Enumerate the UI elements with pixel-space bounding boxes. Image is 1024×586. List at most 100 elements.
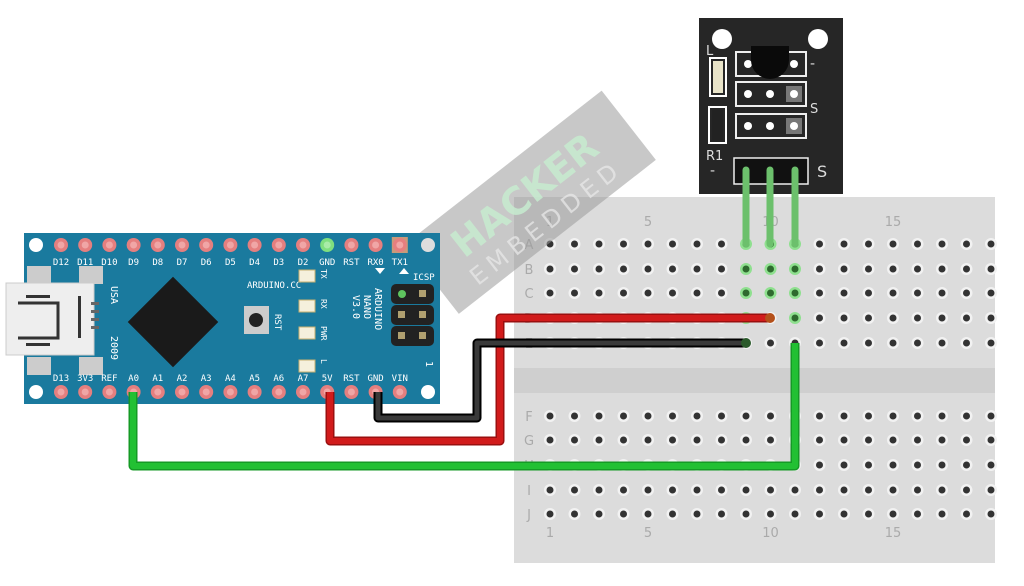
status-led xyxy=(298,299,316,313)
breadboard-hole-center xyxy=(987,461,995,469)
breadboard-hole-center xyxy=(693,289,701,297)
breadboard-hole-center xyxy=(571,289,578,297)
pin-label: 3V3 xyxy=(77,374,93,384)
breadboard-hole-center xyxy=(816,486,823,494)
breadboard-hole-center xyxy=(987,314,995,322)
pin-label: A7 xyxy=(298,374,309,384)
temperature-sensor-module: L R1 - S - S xyxy=(699,18,843,194)
breadboard-hole-center xyxy=(914,265,921,273)
breadboard-hole-center xyxy=(938,436,946,444)
breadboard-hole-center xyxy=(546,412,554,420)
breadboard-hole-center xyxy=(840,265,848,273)
breadboard-hole-center xyxy=(963,461,970,469)
mount-hole xyxy=(712,29,732,49)
breadboard-hole-center xyxy=(546,486,554,494)
pin-hole xyxy=(396,241,404,249)
row-label: J xyxy=(526,508,531,523)
breadboard-hole-center xyxy=(571,412,578,420)
signal-mid-label: S xyxy=(810,102,818,117)
breadboard-hole-center xyxy=(742,412,750,420)
breadboard-hole-center xyxy=(889,289,897,297)
pin-hole xyxy=(105,241,113,249)
breadboard-hole-center xyxy=(914,339,921,347)
pin-hole xyxy=(396,388,404,396)
pin-label: D8 xyxy=(152,258,163,268)
breadboard-hole-center xyxy=(914,314,921,322)
pin-label: A1 xyxy=(152,374,163,384)
led-label: RX xyxy=(319,299,328,309)
mount-hole xyxy=(29,385,43,399)
pin-hole xyxy=(226,388,234,396)
model-line1: ARDUINO xyxy=(372,288,383,330)
pin-hole xyxy=(154,241,162,249)
led-label: L xyxy=(319,359,328,364)
breadboard-hole-center xyxy=(963,265,970,273)
column-label: 10 xyxy=(762,526,779,541)
breadboard-hole-center xyxy=(938,510,946,518)
pin-label: RX0 xyxy=(367,258,383,268)
breadboard-hole-center xyxy=(987,265,995,273)
usb-connector xyxy=(5,266,103,375)
status-led xyxy=(298,269,316,283)
reset-button[interactable] xyxy=(244,306,269,334)
pin-label: A4 xyxy=(225,374,236,384)
site-label: ARDUINO.CC xyxy=(247,281,301,291)
breadboard-hole-center xyxy=(595,510,603,518)
pin-label: D5 xyxy=(225,258,236,268)
pin-hole xyxy=(299,241,307,249)
breadboard-hole-center xyxy=(987,412,995,420)
breadboard-hole-center xyxy=(914,240,921,248)
breadboard-hole-center xyxy=(963,240,970,248)
pin-hole xyxy=(178,388,186,396)
pin-hole xyxy=(202,241,210,249)
breadboard-hole-center xyxy=(644,265,652,273)
breadboard-hole-center xyxy=(669,510,676,518)
pin-hole xyxy=(323,241,331,249)
signal-pin-label: S xyxy=(817,162,827,181)
breadboard-hole-center xyxy=(840,289,848,297)
breadboard-hole-center xyxy=(816,289,823,297)
breadboard-hole-center xyxy=(816,240,823,248)
icsp-label: ICSP xyxy=(413,273,435,283)
pin-hole xyxy=(372,241,380,249)
model-line2: NANO xyxy=(361,295,372,319)
breadboard-hole-center xyxy=(620,265,627,273)
breadboard-hole-center xyxy=(693,510,701,518)
breadboard-hole-center xyxy=(963,289,970,297)
pin-hole xyxy=(154,388,162,396)
pin-label: D3 xyxy=(273,258,284,268)
header-mark: 1 xyxy=(423,361,434,367)
breadboard-hole-center xyxy=(938,289,946,297)
breadboard: ABCDEFGHIJ 115510101515 xyxy=(514,197,997,563)
breadboard-hole-center xyxy=(595,240,603,248)
breadboard-hole-center xyxy=(963,436,970,444)
pin-hole xyxy=(130,241,138,249)
breadboard-hole-center xyxy=(742,436,750,444)
pin-hole xyxy=(299,388,307,396)
breadboard-hole-center xyxy=(718,265,725,273)
usa-label: USA xyxy=(108,286,119,304)
breadboard-hole-center xyxy=(840,436,848,444)
breadboard-hole-center xyxy=(791,289,799,297)
pin-label: A5 xyxy=(249,374,260,384)
breadboard-hole-center xyxy=(546,265,554,273)
status-led xyxy=(298,359,316,373)
breadboard-hole-center xyxy=(987,436,995,444)
breadboard-hole-center xyxy=(840,339,848,347)
breadboard-hole-center xyxy=(865,412,872,420)
breadboard-hole-center xyxy=(840,412,848,420)
pin-label: TX1 xyxy=(392,258,408,268)
led-label: TX xyxy=(319,269,328,279)
breadboard-hole-center xyxy=(816,339,823,347)
minus-top-label: - xyxy=(810,56,815,72)
pin-hole xyxy=(251,388,259,396)
breadboard-hole-center xyxy=(963,510,970,518)
row-label: B xyxy=(525,263,534,278)
breadboard-hole-center xyxy=(546,289,554,297)
breadboard-hole-center xyxy=(889,486,897,494)
breadboard-hole-center xyxy=(644,486,652,494)
breadboard-hole-center xyxy=(865,240,872,248)
mount-hole xyxy=(808,29,828,49)
